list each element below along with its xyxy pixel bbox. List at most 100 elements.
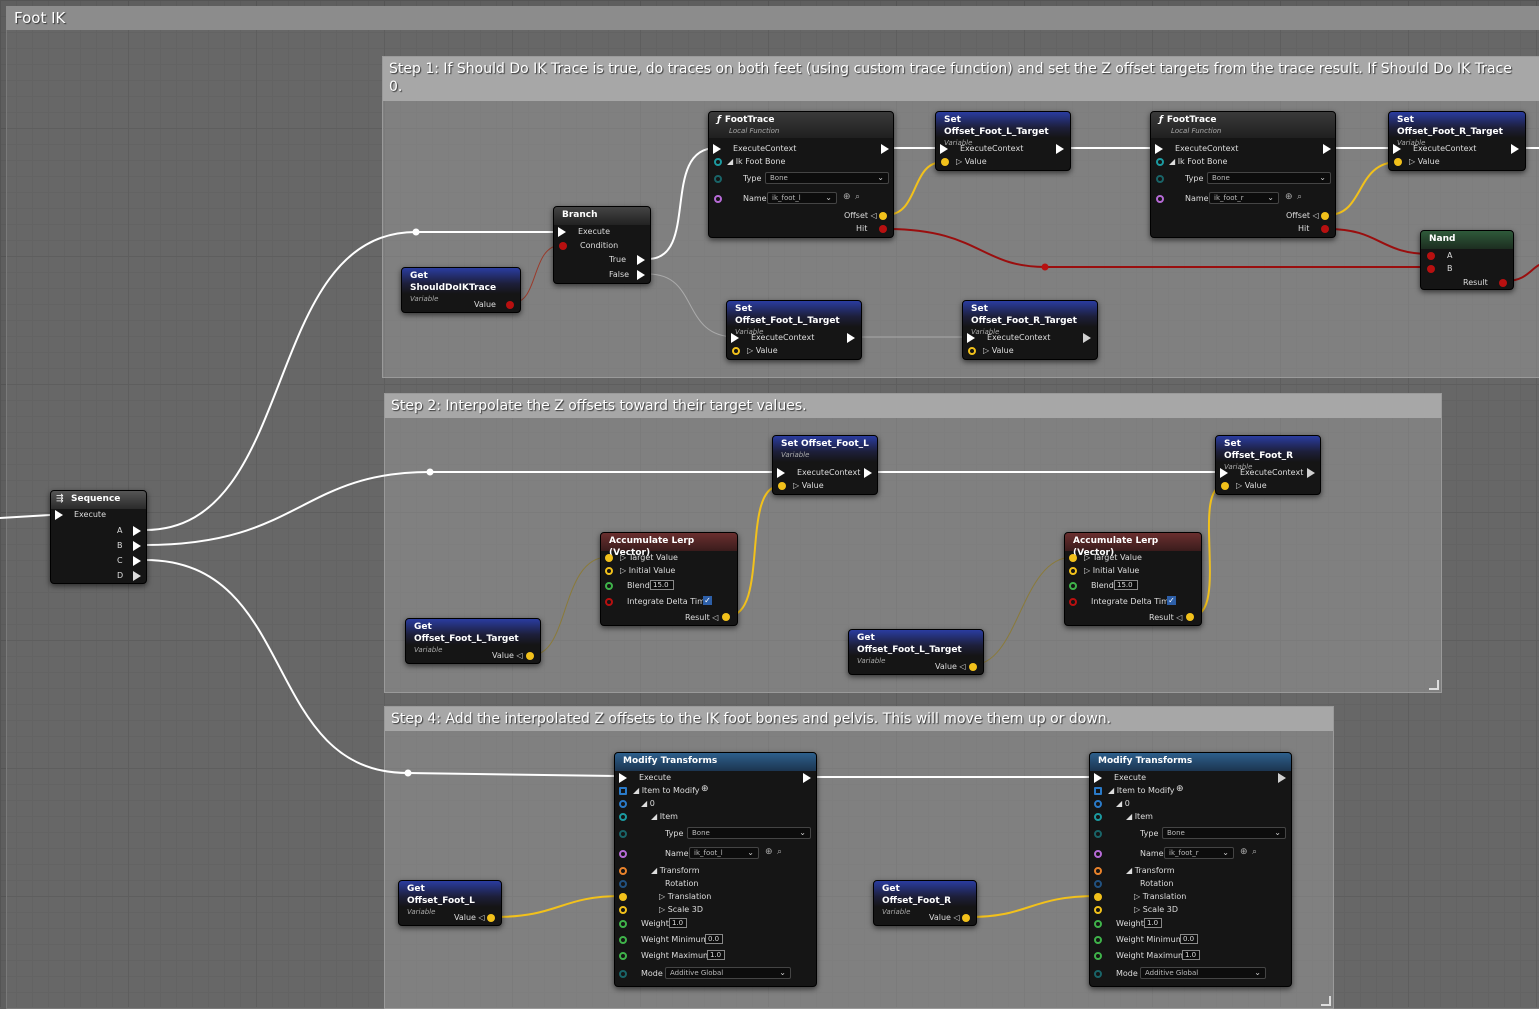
set-target-r-bottom-exec-out[interactable] xyxy=(1083,333,1091,343)
name-pin[interactable] xyxy=(619,850,627,858)
initial-value-pin[interactable] xyxy=(1069,567,1077,575)
integrate-delta-time-pin[interactable] xyxy=(605,598,613,606)
weight-max-input[interactable]: 1.0 xyxy=(707,950,725,960)
modify-transforms-l-node[interactable]: Modify Transforms Execute ◢ Item to Modi… xyxy=(614,752,817,987)
name-pin[interactable] xyxy=(714,195,722,203)
element-0-pin[interactable] xyxy=(1094,800,1102,808)
type-dropdown[interactable]: Bone⌄ xyxy=(687,827,811,839)
get-offset-l-value-pin[interactable] xyxy=(487,914,495,922)
mode-pin[interactable] xyxy=(1094,970,1102,978)
item-pin[interactable] xyxy=(1094,813,1102,821)
sequence-node[interactable]: Sequence ⇶ Execute A B C D xyxy=(50,490,147,584)
sequence-header[interactable]: Sequence xyxy=(51,491,146,509)
step1-comment-header[interactable]: Step 1: If Should Do IK Trace is true, d… xyxy=(383,57,1539,101)
step4-comment-header[interactable]: Step 4: Add the interpolated Z offsets t… xyxy=(385,707,1333,731)
bone-name-dropdown[interactable]: ik_foot_l⌄ xyxy=(767,192,837,204)
bone-name-dropdown[interactable]: ik_foot_l⌄ xyxy=(689,847,759,859)
set-target-r-top-exec-in[interactable] xyxy=(1393,144,1401,154)
scale3d-pin[interactable] xyxy=(1094,906,1102,914)
set-target-l-bottom-value-pin[interactable] xyxy=(732,347,740,355)
step2-resize-handle[interactable] xyxy=(1429,680,1439,690)
get-offset-r-value-pin[interactable] xyxy=(962,914,970,922)
nand-node[interactable]: Nand A B Result xyxy=(1420,230,1514,290)
element-0-pin[interactable] xyxy=(619,800,627,808)
lerp-r-result-pin[interactable] xyxy=(1186,613,1194,621)
weight-min-input[interactable]: 0.0 xyxy=(1180,934,1198,944)
bone-name-dropdown[interactable]: ik_foot_r⌄ xyxy=(1209,192,1279,204)
add-pin-icon[interactable]: ⊕ xyxy=(1240,847,1248,857)
blend-input[interactable]: 15.0 xyxy=(650,580,674,590)
item-pin[interactable] xyxy=(619,813,627,821)
branch-true-pin[interactable] xyxy=(637,255,645,265)
rotation-pin[interactable] xyxy=(619,880,627,888)
get-target-l-1-value-pin[interactable] xyxy=(526,652,534,660)
type-dropdown[interactable]: Bone⌄ xyxy=(1162,827,1286,839)
item-to-modify-pin[interactable] xyxy=(1094,787,1102,795)
foot-ik-title-bar[interactable]: Foot IK xyxy=(6,6,1539,30)
offset-out-pin[interactable] xyxy=(1321,212,1329,220)
weight-pin[interactable] xyxy=(619,920,627,928)
modify-transforms-r-header[interactable]: Modify Transforms xyxy=(1090,753,1291,771)
integrate-delta-time-checkbox[interactable]: ✓ xyxy=(703,596,712,605)
set-offset-r-value-pin[interactable] xyxy=(1221,482,1229,490)
weight-max-input[interactable]: 1.0 xyxy=(1182,950,1200,960)
weight-max-pin[interactable] xyxy=(1094,952,1102,960)
set-target-r-top-value-pin[interactable] xyxy=(1394,158,1402,166)
translation-pin[interactable] xyxy=(619,893,627,901)
blend-input[interactable]: 15.0 xyxy=(1114,580,1138,590)
add-pin-icon[interactable]: ⊕ xyxy=(765,847,773,857)
mode-pin[interactable] xyxy=(619,970,627,978)
get-target-l-2-value-pin[interactable] xyxy=(969,663,977,671)
weight-min-pin[interactable] xyxy=(1094,936,1102,944)
set-target-l-bottom-exec-in[interactable] xyxy=(731,333,739,343)
step2-comment-header[interactable]: Step 2: Interpolate the Z offsets toward… xyxy=(385,394,1441,418)
set-target-r-top-exec-out[interactable] xyxy=(1511,144,1519,154)
weight-input[interactable]: 1.0 xyxy=(1144,918,1162,928)
lerp-r-node[interactable]: Accumulate Lerp (Vector) ▷ Target Value … xyxy=(1064,532,1202,626)
rotation-pin[interactable] xyxy=(1094,880,1102,888)
browse-search-icon[interactable]: ⌕ xyxy=(777,847,783,857)
sequence-a-pin[interactable] xyxy=(133,526,141,536)
set-target-l-top-exec-out[interactable] xyxy=(1056,144,1064,154)
ik-foot-bone-pin[interactable] xyxy=(1156,158,1164,166)
sequence-b-pin[interactable] xyxy=(133,541,141,551)
set-target-r-bottom-exec-in[interactable] xyxy=(967,333,975,343)
set-offset-l-value-pin[interactable] xyxy=(778,482,786,490)
set-offset-l-exec-in[interactable] xyxy=(777,468,785,478)
foot-trace-l-exec-in-pin[interactable] xyxy=(713,144,721,154)
weight-input[interactable]: 1.0 xyxy=(669,918,687,928)
type-pin[interactable] xyxy=(1156,175,1164,183)
hit-out-pin[interactable] xyxy=(1321,225,1329,233)
sequence-c-pin[interactable] xyxy=(133,556,141,566)
bone-name-dropdown[interactable]: ik_foot_r⌄ xyxy=(1164,847,1234,859)
modify-transforms-l-header[interactable]: Modify Transforms xyxy=(615,753,816,771)
lerp-l-result-pin[interactable] xyxy=(722,613,730,621)
add-pin-icon[interactable]: ⊕ xyxy=(843,192,851,202)
type-pin[interactable] xyxy=(714,175,722,183)
modify-r-exec-in[interactable] xyxy=(1094,773,1102,783)
browse-search-icon[interactable]: ⌕ xyxy=(1297,192,1303,202)
nand-a-pin[interactable] xyxy=(1427,252,1435,260)
should-do-ik-trace-value-pin[interactable] xyxy=(506,301,514,309)
mode-dropdown[interactable]: Additive Global⌄ xyxy=(1140,967,1266,979)
foot-trace-l-exec-out-pin[interactable] xyxy=(881,144,889,154)
offset-out-pin[interactable] xyxy=(879,212,887,220)
branch-false-pin[interactable] xyxy=(637,270,645,280)
item-to-modify-pin[interactable] xyxy=(619,787,627,795)
